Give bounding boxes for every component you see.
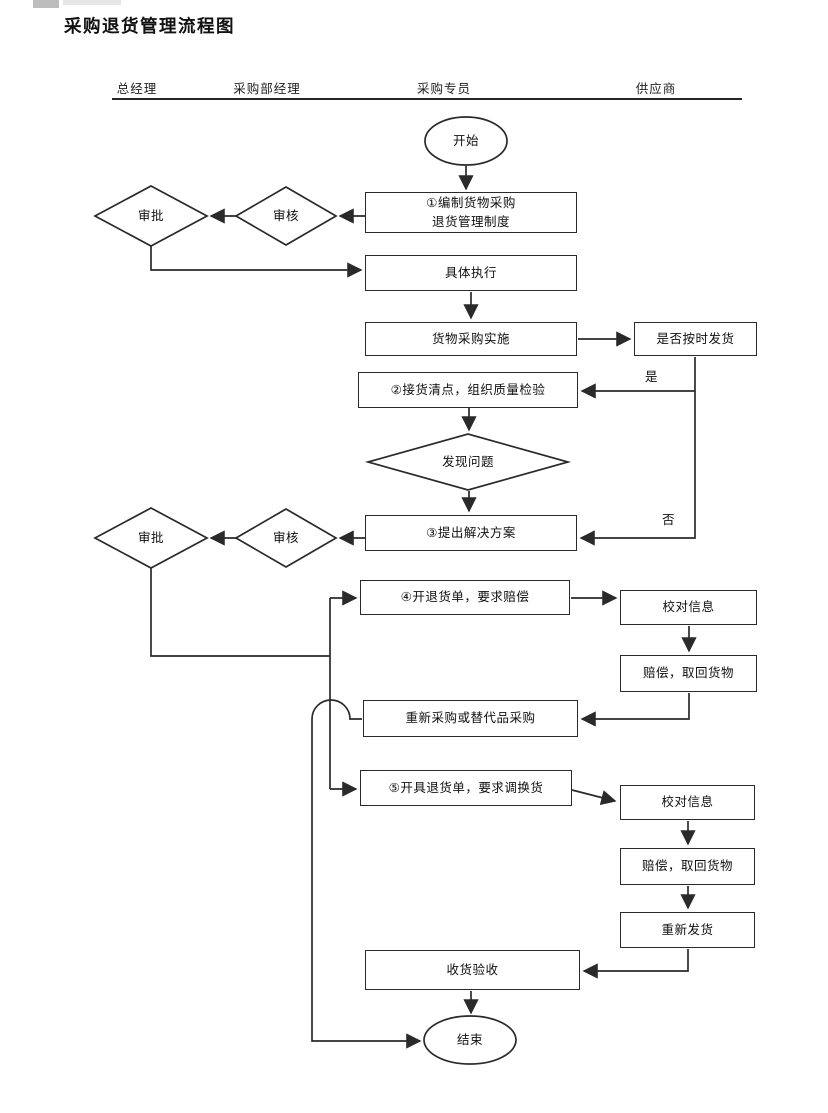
propose-solution-box: ③提出解决方案 (365, 515, 577, 551)
procurement-implementation-box: 货物采购实施 (365, 322, 577, 356)
verify-info-box-1: 校对信息 (620, 590, 757, 625)
problem-found-diamond-shape (364, 433, 572, 491)
lane-header-purchasing-specialist: 采购专员 (416, 82, 472, 96)
lane-header-rule (112, 98, 742, 100)
lane-header-general-manager: 总经理 (116, 82, 158, 96)
reship-box: 重新发货 (620, 912, 755, 948)
scan-artifact (33, 0, 59, 8)
execute-box: 具体执行 (365, 255, 577, 291)
receive-acceptance-box: 收货验收 (365, 950, 580, 990)
start-terminator: 开始 (452, 133, 479, 148)
end-terminator: 结束 (456, 1032, 483, 1047)
compile-return-policy-box: ①编制货物采购 退货管理制度 (365, 192, 577, 233)
receive-inspect-box: ②接货清点，组织质量检验 (358, 372, 578, 408)
on-time-delivery-box: 是否按时发货 (634, 322, 757, 356)
end-terminator-shape (423, 1015, 517, 1065)
review-diamond-1: 审核 (272, 208, 299, 223)
lane-header-purchasing-dept-manager: 采购部经理 (233, 82, 301, 96)
issue-return-note-exchange-box: ⑤开具退货单，要求调换货 (360, 770, 572, 806)
approve-diamond-2-shape (93, 507, 209, 569)
lane-header-supplier: 供应商 (635, 82, 677, 96)
no-label: 否 (662, 513, 676, 527)
issue-return-note-compensation-box: ④开退货单，要求赔偿 (360, 580, 570, 615)
review-diamond-1-shape (234, 186, 338, 246)
verify-info-box-2: 校对信息 (620, 785, 755, 820)
page-title: 采购退货管理流程图 (64, 16, 235, 36)
approve-diamond-1: 审批 (137, 208, 164, 223)
approve-diamond-2: 审批 (137, 530, 164, 545)
problem-found-diamond: 发现问题 (441, 454, 494, 469)
scan-artifact (63, 0, 121, 5)
review-diamond-2-shape (234, 508, 338, 568)
compensate-retrieve-box-2: 赔偿，取回货物 (620, 848, 755, 885)
repurchase-substitute-box: 重新采购或替代品采购 (363, 700, 578, 737)
approve-diamond-1-shape (93, 185, 209, 247)
start-terminator-shape (424, 116, 508, 166)
compensate-retrieve-box-1: 赔偿，取回货物 (620, 655, 757, 692)
yes-label: 是 (645, 370, 659, 384)
review-diamond-2: 审核 (272, 530, 299, 545)
